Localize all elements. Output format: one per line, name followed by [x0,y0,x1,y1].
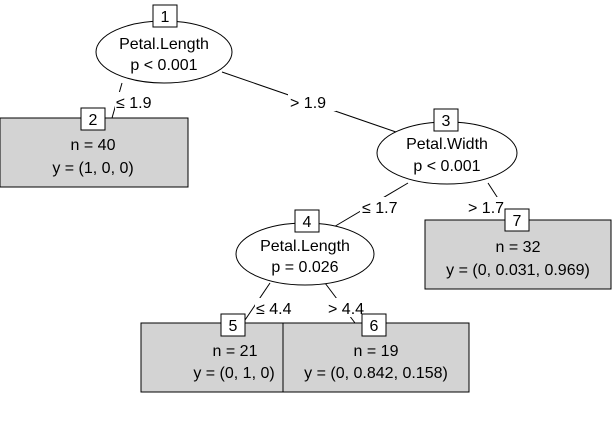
node-6-n: n = 19 [354,343,399,360]
edge-labels: ≤ 1.9 > 1.9 ≤ 1.7 > 1.7 ≤ 4.4 > 4.4 [115,92,512,318]
node-3-variable: Petal.Width [406,136,488,153]
node-5-n: n = 21 [213,343,258,360]
node-5-id: 5 [229,318,238,335]
node-6-id: 6 [370,318,379,335]
node-2-y: y = (1, 0, 0) [52,160,133,177]
node-3-id: 3 [442,113,451,130]
node-1-pvalue: p < 0.001 [130,57,197,74]
node-7: n = 32 y = (0, 0.031, 0.969) 7 [424,208,612,290]
node-6: n = 19 y = (0, 0.842, 0.158) 6 [282,313,470,393]
node-1-id: 1 [161,9,170,26]
edge-label-3-4: ≤ 1.7 [362,200,398,217]
edge-label-3-7: > 1.7 [468,200,504,217]
node-7-y: y = (0, 0.031, 0.969) [446,262,590,279]
node-4: Petal.Length p = 0.026 4 [235,209,375,286]
node-6-y: y = (0, 0.842, 0.158) [304,365,448,382]
edge-label-1-3: > 1.9 [290,95,326,112]
node-7-n: n = 32 [496,239,541,256]
edge-label-1-2: ≤ 1.9 [116,95,152,112]
node-7-id: 7 [513,213,522,230]
node-4-pvalue: p = 0.026 [271,259,338,276]
edge-label-4-6: > 4.4 [328,301,364,318]
node-3-pvalue: p < 0.001 [413,158,480,175]
node-5-box [140,322,284,393]
edge-label-4-5: ≤ 4.4 [256,301,292,318]
node-4-id: 4 [303,214,312,231]
node-4-variable: Petal.Length [260,238,350,255]
node-2-n: n = 40 [71,137,116,154]
node-1: Petal.Length p < 0.001 1 [95,4,233,84]
node-1-variable: Petal.Length [119,36,209,53]
node-5-y: y = (0, 1, 0) [193,365,274,382]
node-3: Petal.Width p < 0.001 3 [376,108,518,185]
node-5: n = 21 y = (0, 1, 0) 5 [140,313,284,393]
node-2: n = 40 y = (1, 0, 0) 2 [0,107,189,188]
node-2-id: 2 [89,112,98,129]
